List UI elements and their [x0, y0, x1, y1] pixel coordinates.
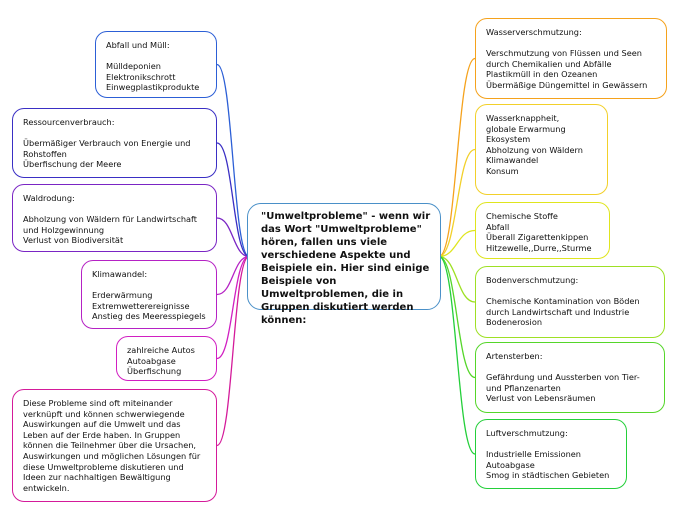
connector-fazit	[216, 255, 250, 447]
connector-waldrodung	[216, 217, 250, 258]
connector-boden	[438, 255, 476, 303]
connector-autos	[216, 255, 250, 360]
connector-wasserverschmutzung	[438, 57, 476, 258]
topic-wasserknappheit[interactable]: Wasserknappheit, globale Erwarmung Ekosy…	[475, 104, 608, 195]
topic-autos[interactable]: zahlreiche Autos Autoabgase Überfischung	[116, 336, 217, 381]
connector-abfall	[216, 63, 250, 258]
topic-fazit[interactable]: Diese Probleme sind oft miteinander verk…	[12, 389, 217, 502]
topic-artensterben[interactable]: Artensterben: Gefährdung und Aussterben …	[475, 342, 665, 413]
topic-klimawandel[interactable]: Klimawandel: Erderwärmung Extremwetterer…	[81, 260, 217, 329]
topic-waldrodung[interactable]: Waldrodung: Abholzung von Wäldern für La…	[12, 184, 217, 252]
topic-wasserverschmutzung[interactable]: Wasserverschmutzung: Verschmutzung von F…	[475, 18, 667, 99]
connector-arten	[438, 255, 476, 379]
topic-chemische-stoffe[interactable]: Chemische Stoffe Abfall Überall Zigarett…	[475, 202, 610, 259]
connector-wasserknappheit	[438, 148, 476, 258]
connector-luft	[438, 255, 476, 455]
connector-chemische	[438, 229, 476, 258]
central-topic[interactable]: "Umweltprobleme" - wenn wir das Wort "Um…	[247, 203, 441, 326]
topic-bodenverschmutzung[interactable]: Bodenverschmutzung: Chemische Kontaminat…	[475, 266, 665, 338]
connector-klima	[216, 255, 250, 296]
topic-luftverschmutzung[interactable]: Luftverschmutzung: Industrielle Emission…	[475, 419, 627, 489]
topic-ressourcenverbrauch[interactable]: Ressourcenverbrauch: Übermäßiger Verbrau…	[12, 108, 217, 178]
connector-ressourcen	[216, 142, 250, 258]
topic-abfall[interactable]: Abfall und Müll: Mülldeponien Elektronik…	[95, 31, 217, 98]
